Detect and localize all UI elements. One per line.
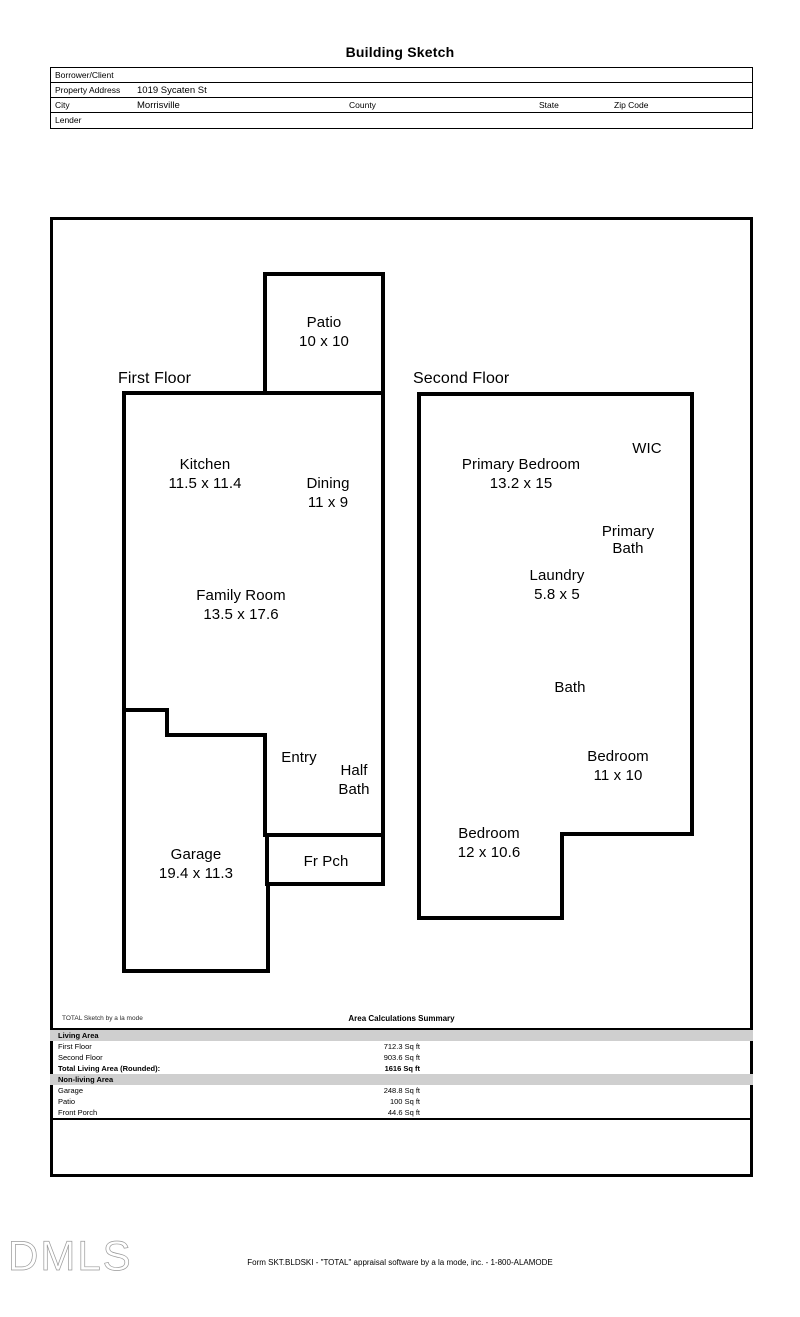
label-first-floor-area: First Floor	[58, 1042, 92, 1051]
label-front-porch-area: Front Porch	[58, 1108, 98, 1117]
room-dims-patio: 10 x 10	[299, 333, 349, 350]
room-label-garage: Garage	[170, 846, 222, 863]
room-dims-kitchen: 11.5 x 11.4	[168, 475, 242, 492]
page-title: Building Sketch	[345, 44, 455, 60]
room-label-patio: Patio	[306, 314, 342, 331]
property-address-value: 1019 Sycaten St	[137, 85, 207, 96]
table-row-total-living-area: Total Living Area (Rounded): 1616 Sq ft	[50, 1063, 753, 1074]
table-row-borrower: Borrower/Client	[51, 68, 752, 83]
room-label-bath: Bath	[554, 679, 586, 696]
room-label-kitchen: Kitchen	[179, 456, 231, 473]
area-summary-title: Area Calculations Summary	[348, 1014, 455, 1023]
sketch-credit: TOTAL Sketch by a la mode	[62, 1015, 143, 1022]
room-label-family-room: Family Room	[196, 587, 286, 604]
area-summary-header: TOTAL Sketch by a la mode Area Calculati…	[50, 1014, 753, 1027]
room-label-entry: Entry	[281, 749, 317, 766]
value-first-floor-area: 712.3 Sq ft	[383, 1042, 420, 1051]
room-dims-bedroom-3: 12 x 10.6	[457, 844, 521, 861]
label-patio-area: Patio	[58, 1097, 76, 1106]
value-front-porch-area: 44.6 Sq ft	[387, 1108, 420, 1117]
label-second-floor-area: Second Floor	[58, 1053, 103, 1062]
room-label-half-bath-line2: Bath	[338, 781, 370, 798]
area-summary-table: Living Area First Floor 712.3 Sq ft Seco…	[50, 1028, 753, 1120]
dmls-watermark: DMLS	[8, 1232, 133, 1279]
table-row-front-porch-area: Front Porch 44.6 Sq ft	[50, 1107, 753, 1118]
lender-label: Lender	[55, 115, 82, 125]
room-label-primary-bath-line2: Bath	[612, 540, 644, 557]
label-total-living-area: Total Living Area (Rounded):	[58, 1064, 161, 1073]
label-garage-area: Garage	[58, 1086, 84, 1095]
value-garage-area: 248.8 Sq ft	[383, 1086, 420, 1095]
city-value: Morrisville	[137, 100, 180, 111]
table-row-garage-area: Garage 248.8 Sq ft	[50, 1085, 753, 1096]
value-patio-area: 100 Sq ft	[389, 1097, 420, 1106]
table-row-lender: Lender	[51, 113, 752, 128]
zip-code-label: Zip Code	[614, 100, 649, 110]
room-label-laundry: Laundry	[529, 567, 585, 584]
section-header-non-living-area: Non-living Area	[50, 1074, 753, 1085]
room-label-front-porch: Fr Pch	[303, 853, 349, 870]
room-dims-garage: 19.4 x 11.3	[158, 865, 234, 882]
room-dims-laundry: 5.8 x 5	[534, 586, 580, 603]
room-label-half-bath-line1: Half	[340, 762, 368, 779]
borrower-label: Borrower/Client	[55, 70, 114, 80]
table-row-patio-area: Patio 100 Sq ft	[50, 1096, 753, 1107]
section-title-living-area: Living Area	[58, 1031, 99, 1040]
room-label-bedroom-2: Bedroom	[587, 748, 649, 765]
room-label-bedroom-3: Bedroom	[458, 825, 520, 842]
section-header-living-area: Living Area	[50, 1030, 753, 1041]
room-label-primary-bedroom: Primary Bedroom	[461, 456, 581, 473]
room-label-wic: WIC	[632, 440, 662, 457]
first-floor-title: First Floor	[118, 370, 192, 387]
room-label-primary-bath-line1: Primary	[601, 523, 655, 540]
property-address-label: Property Address	[55, 85, 121, 95]
property-identification-table: Borrower/Client Property Address 1019 Sy…	[50, 67, 753, 129]
room-dims-bedroom-2: 11 x 10	[593, 767, 643, 784]
state-label: State	[539, 100, 559, 110]
table-row-property-address: Property Address 1019 Sycaten St	[51, 83, 752, 98]
table-row-first-floor-area: First Floor 712.3 Sq ft	[50, 1041, 753, 1052]
value-total-living-area: 1616 Sq ft	[384, 1064, 420, 1073]
room-dims-dining: 11 x 9	[307, 494, 349, 511]
room-dims-family-room: 13.5 x 17.6	[203, 606, 279, 623]
value-second-floor-area: 903.6 Sq ft	[383, 1053, 420, 1062]
table-row-city: City Morrisville County State Zip Code	[51, 98, 752, 113]
county-label: County	[349, 100, 376, 110]
room-dims-primary-bedroom: 13.2 x 15	[489, 475, 553, 492]
room-label-dining: Dining	[306, 475, 350, 492]
city-label: City	[55, 100, 70, 110]
second-floor-title: Second Floor	[413, 370, 510, 387]
section-title-non-living-area: Non-living Area	[58, 1075, 114, 1084]
table-row-second-floor-area: Second Floor 903.6 Sq ft	[50, 1052, 753, 1063]
form-footer-note: Form SKT.BLDSKI - "TOTAL" appraisal soft…	[247, 1258, 553, 1267]
